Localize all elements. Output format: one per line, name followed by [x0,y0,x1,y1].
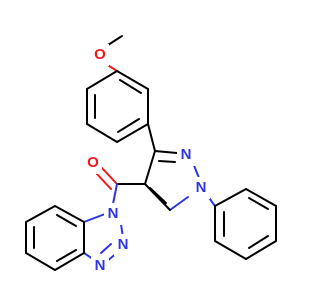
ph-bond-2 [245,188,277,207]
phenyl-to-pyrazole-bond [147,123,156,152]
pyrazole-inner-bond-1 [158,160,176,163]
molecule-canvas: O O N N N N N [25,35,277,277]
pyrazole-ring [144,150,200,211]
methoxy-oxygen-mask [91,44,109,66]
mp-bond-4 [86,123,118,143]
methyl-bond [107,35,123,46]
carbonyl-double-bond-1 [101,167,118,185]
methoxy-oxygen-label: O [94,46,106,63]
mp-inner-bond-2 [117,118,140,133]
carbonyl-group [95,167,146,205]
benzotriazole-n1-label: N [108,205,119,222]
bt-n2-n3-inner-bond [100,243,112,254]
pyrazole-inner-bond-2 [149,187,167,204]
carbonyl-oxygen-mask [84,152,102,174]
benzotriazole-n2-label: N [118,236,129,253]
bt-benzene-bond-1 [54,205,85,223]
benzotriazole-n2-mask [114,234,132,256]
molecule-diagram: O O N N N N N [25,35,277,277]
bt-benzene-bond-4 [25,252,56,271]
benzotriazole-n3-label: N [95,257,106,274]
methoxyphenyl-ring [86,70,149,143]
carbonyl-oxygen-label: O [87,154,99,171]
mp-inner-bond-1 [119,79,142,94]
bt-benzene-bond-5 [54,252,85,271]
benzotriazole-n3-mask [91,255,109,277]
ph-inner-bond-2 [248,235,269,249]
bt-inner-bond-3 [56,249,77,262]
pyrazole-n2-mask [177,144,195,166]
bt-n1-c7a-bond [83,213,106,223]
ph-bond-5 [214,240,247,260]
carbonyl-to-benzotriazole-bond [112,183,118,205]
phenyl-ring [206,188,277,260]
mp-bond-1 [116,70,149,90]
ph-bond-1 [214,188,247,207]
pyrazole-bond-4 [144,183,171,211]
mp-bond-3 [116,123,149,143]
ph-bond-4 [245,240,277,260]
pyrazole-n1-mask [192,177,210,199]
pyrazole-bond-1 [154,150,178,154]
pyrazole-n1-label: N [196,179,207,196]
atom-labels: O O N N N N N [84,44,210,277]
pyrazole-bond-3 [169,196,189,211]
mp-bond-6 [86,70,118,90]
bt-benzene-bond-2 [25,205,56,223]
pyrazole-n2-label: N [181,146,192,163]
pyrazole-bond-5 [144,150,156,185]
bt-inner-bond-1 [56,214,77,227]
ph-inner-bond-1 [248,197,269,210]
carbonyl-double-bond-2 [95,172,112,190]
benzotriazole-n1-mask [104,203,122,225]
